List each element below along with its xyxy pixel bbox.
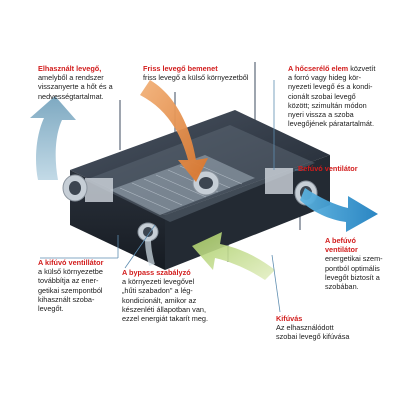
fresh-air-in-arrow: [140, 80, 208, 182]
annotation-line: a környezeti levegővel: [122, 277, 195, 287]
annotation-line: nedvességtartalmat.: [38, 91, 104, 101]
annotation-title: Kifúvás: [276, 314, 303, 323]
annotation-heat-exchanger: A hőcserélő elem közvetít a forró vagy h…: [288, 64, 375, 128]
annotation-line: energetikai szem-: [325, 254, 383, 264]
annotation-line: „hűti szabadon" a lég-: [122, 286, 193, 296]
annotation-line: visszanyerte a hőt és a: [38, 82, 113, 92]
annotation-line: nyezeti levegő és a kondi-: [288, 82, 373, 92]
exhaust-fan-housing: [85, 178, 113, 202]
annotation-supply-fan: A befúvó ventilátor energetikai szem- po…: [325, 236, 383, 291]
annotation-title-cont: ventilátor: [325, 245, 358, 255]
annotation-title: A befúvó: [325, 236, 356, 245]
annotation-line: friss levegő a külső környezetből: [143, 73, 249, 83]
annotation-title: Befúvó ventilátor: [298, 164, 358, 173]
annotation-exhaust-outlet: Kifúvás Az elhasználódott szobai levegő …: [276, 314, 349, 342]
annotation-title: Elhasznált levegő,: [38, 64, 102, 73]
annotation-line: szobai levegő kifúvása: [276, 332, 350, 342]
annotation-line: cionált szobai levegő: [288, 91, 356, 101]
annotation-title-suffix: közvetít: [348, 64, 376, 73]
annotation-line: között; szimultán módon: [288, 100, 367, 110]
annotation-line: a külső környezetbe: [38, 267, 103, 277]
leader-lines: [40, 80, 305, 313]
supply-fan-housing: [265, 168, 293, 194]
annotation-line: a forró vagy hideg kör-: [288, 73, 362, 83]
annotation-line: nyeri vissza a szoba: [288, 110, 354, 120]
annotation-line: levegőt biztosít a: [325, 272, 380, 282]
leader-line-bypass: [124, 224, 156, 269]
annotation-title: A bypass szabályzó: [122, 268, 191, 277]
annotation-line: kondicionált, amikor az: [122, 295, 197, 305]
annotation-supply-fan-short: Befúvó ventilátor: [298, 164, 358, 173]
fresh-air-duct-opening: [199, 177, 213, 189]
annotation-title: Friss levegő bemenet: [143, 64, 218, 73]
stale-air-out-arrow: [30, 96, 76, 180]
annotation-exhaust-used-air: Elhasznált levegő, amelyből a rendszer v…: [38, 64, 113, 101]
annotation-title: A kifúvó ventillátor: [38, 258, 104, 267]
annotation-line: levegőt.: [38, 304, 64, 314]
annotation-line: szobában.: [325, 282, 359, 292]
room-exhaust-duct-opening: [143, 227, 153, 237]
annotation-title: A hőcserélő elem: [288, 64, 349, 73]
annotation-bypass-flap: A bypass szabályzó a környezeti levegőve…: [122, 268, 208, 323]
room-exhaust-flow: [145, 239, 155, 266]
annotation-exhaust-fan: A kifúvó ventillátor a külső környezetbe…: [38, 258, 103, 313]
bypass-air-arrow: [192, 232, 275, 280]
annotation-line: getikai szempontból: [38, 285, 103, 295]
heat-exchanger-core: [110, 155, 255, 215]
supply-air-arrow: [300, 188, 378, 232]
annotation-line: kihasznált szoba-: [38, 294, 95, 304]
annotation-line: pontból optimális: [325, 263, 380, 273]
annotation-line: továbbítja az ener-: [38, 276, 99, 286]
exhaust-duct-opening: [69, 181, 81, 195]
annotation-line: készenléti állapotban van,: [122, 304, 206, 314]
annotation-fresh-air-inlet: Friss levegő bemenet friss levegő a küls…: [143, 64, 248, 82]
leader-line-exhaust: [271, 254, 281, 313]
annotation-line: ezzel energiát takarít meg.: [122, 314, 208, 324]
annotation-line: Az elhasználódott: [276, 323, 334, 333]
annotation-line: levegőjének páratartalmát.: [288, 119, 374, 129]
annotation-line: amelyből a rendszer: [38, 73, 104, 83]
